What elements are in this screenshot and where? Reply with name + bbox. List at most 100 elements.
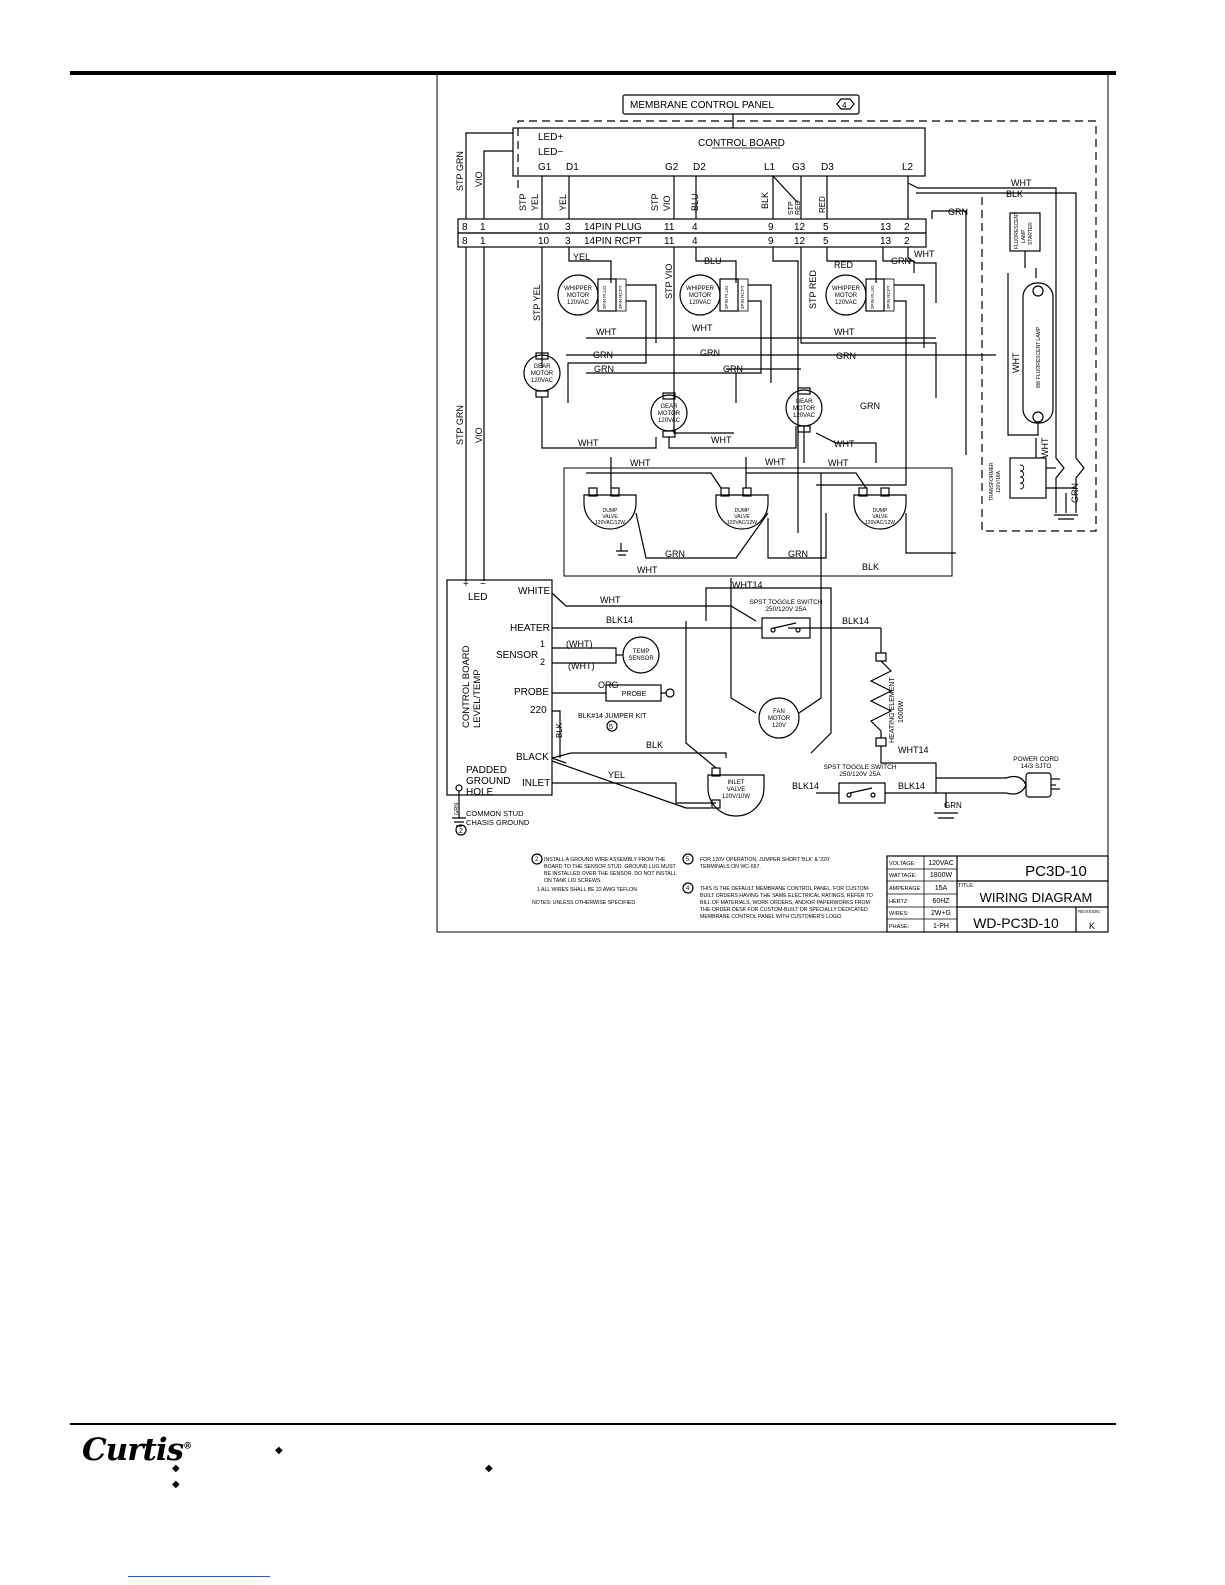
control-board-title: CONTROL BOARD [698,138,785,149]
rcpt-pin-12: 12 [794,236,806,247]
rcpt-pin-3: 3 [565,236,571,247]
dump1-line2: VALVE [602,514,618,520]
footer-rule [70,1423,1116,1425]
inlet-line2: VALVE [727,787,745,793]
footer-link-underline[interactable] [128,1576,270,1577]
stud-ground-grn: GRN [454,803,460,815]
inlet-line1: INLET [727,780,744,786]
wire-label-stp-red: STP RED [808,270,818,309]
wire-label-stp-grn-top: STP GRN [455,151,465,191]
logo-text: Curtis [82,1432,184,1468]
plug-pin-1: 1 [480,222,486,233]
note5-line2: TERMINALS ON WC-667. [700,864,761,870]
terminal-sensor: SENSOR [496,650,538,661]
rcpt3-text: 3PIN RCPT [886,285,891,309]
rcpt-pin-5: 5 [823,236,829,247]
spec-amperage-label: AMPERAGE: [889,886,922,892]
drawing-title: WIRING DIAGRAM [980,890,1093,905]
switch-top-line2: 250/120V 25A [765,606,807,613]
plug-pin-10: 10 [538,222,550,233]
temp-sensor [622,636,660,674]
dump2-line1: DUMP [735,508,750,514]
wire-label-grn-f: GRN [860,401,880,411]
wire-label-wht-whip3: WHT [914,249,935,259]
spec-voltage-label: VOLTAGE: [889,861,916,867]
pin-d1: D1 [566,162,579,173]
pin-g2: G2 [665,162,679,173]
whipper1-line1: WHIPPER [564,286,593,292]
rcpt-strip [457,232,927,248]
terminal-heater: HEATER [510,623,550,634]
gear1-line2: MOTOR [531,371,554,377]
switch-top-line1: SPST TOGGLE SWITCH [750,599,823,606]
plug1-text: 3PIN PLUG [602,285,607,309]
wire-label-grn-c: GRN [836,351,856,361]
probe-label: PROBE [622,691,647,698]
wire-label-red-whip3: RED [834,260,854,270]
gear1-line1: GEAR [533,364,551,370]
note2-line4: ON TANK LID SCREWS. [544,878,602,884]
revision-value: K [1089,921,1095,931]
padded-ground-3: HOLE [466,787,494,798]
transformer-line1: TRANSFORMER [989,462,995,501]
wire-label-grn-right: GRN [948,207,968,217]
plug-pin-8: 8 [462,222,468,233]
pin-l2: L2 [902,162,914,173]
panel-enclosure [517,120,1097,532]
terminal-sensor-1: 1 [540,639,545,649]
wire-label-wht14-top: WHT14 [732,580,763,590]
wire-label-yel-d1: YEL [558,194,568,211]
wire-label-yel-g1: YEL [530,194,540,211]
rcpt-label: 14PIN RCPT [584,236,642,247]
wire-label-blk-jumper: BLK [555,722,564,738]
wire-label-wht-h: WHT [765,457,786,467]
footer-bullet-2: ◆ [172,1463,180,1474]
wire-label-wht-d: WHT [578,438,599,448]
terminal-probe: PROBE [514,687,549,698]
wire-label-grn-b: GRN [700,348,720,358]
starter-line3: STARTER [1028,222,1034,245]
inlet-line3: 120V/10W [722,794,750,800]
plug-pin-3: 3 [565,222,571,233]
wire-label-stp-g1: STP [518,193,528,211]
drawing-frame [436,73,1109,933]
temp-sensor-line1: TEMP [633,649,650,655]
wire-label-yel-inlet: YEL [608,770,625,780]
spec-hertz-label: HERTZ: [889,899,909,905]
whipper2-line2: MOTOR [689,293,712,299]
terminal-sensor-2: 2 [540,657,545,667]
wire-label-wht-sensor1: (WHT) [566,639,593,649]
dump3-line3: 120VAC/12W [865,520,895,526]
plug-pin-9: 9 [768,222,774,233]
wire-label-wht-sensor2: (WHT) [568,661,595,671]
pin-g1: G1 [538,162,552,173]
wire-label-vio-top: VIO [474,171,484,187]
whipper3-line3: 120VAC [835,300,858,306]
wire-label-wht-f: WHT [834,439,855,449]
power-cord-line2: 14/3 SJTO [1021,763,1052,770]
spec-wattage-value: 1800W [930,872,953,879]
dump1-line1: DUMP [603,508,618,514]
jumper-ref: 5 [609,724,613,731]
level-board-title-2: LEVEL/TEMP [472,669,483,728]
dump3-line2: VALVE [872,514,888,520]
gear2-line2: MOTOR [658,411,681,417]
stud-ground-1: COMMON STUD [466,809,524,818]
level-control-board [446,579,553,796]
dump-valve-1 [583,494,637,530]
rcpt-pin-8: 8 [462,236,468,247]
gear2-line3: 120VAC [658,418,681,424]
spec-wires-value: 2W+G [931,910,951,917]
wiring-diagram: MEMBRANE CONTROL PANEL 4 CONTROL BOARD L… [436,73,1113,948]
footer-bullet-4: ◆ [172,1479,180,1490]
heating-element-line1: HEATING ELEMENT [889,677,896,743]
level-board-minus: − [480,579,486,590]
wire-label-wht-i: WHT [828,458,849,468]
rcpt-pin-10: 10 [538,236,550,247]
wire-label-wht14-bottom: WHT14 [898,745,929,755]
drawing-number: WD-PC3D-10 [973,915,1059,931]
pin-l1: L1 [764,162,776,173]
dump-valve-2 [715,494,769,530]
title-label: TITLE: [958,883,975,889]
wire-label-wht-e: WHT [711,435,732,445]
